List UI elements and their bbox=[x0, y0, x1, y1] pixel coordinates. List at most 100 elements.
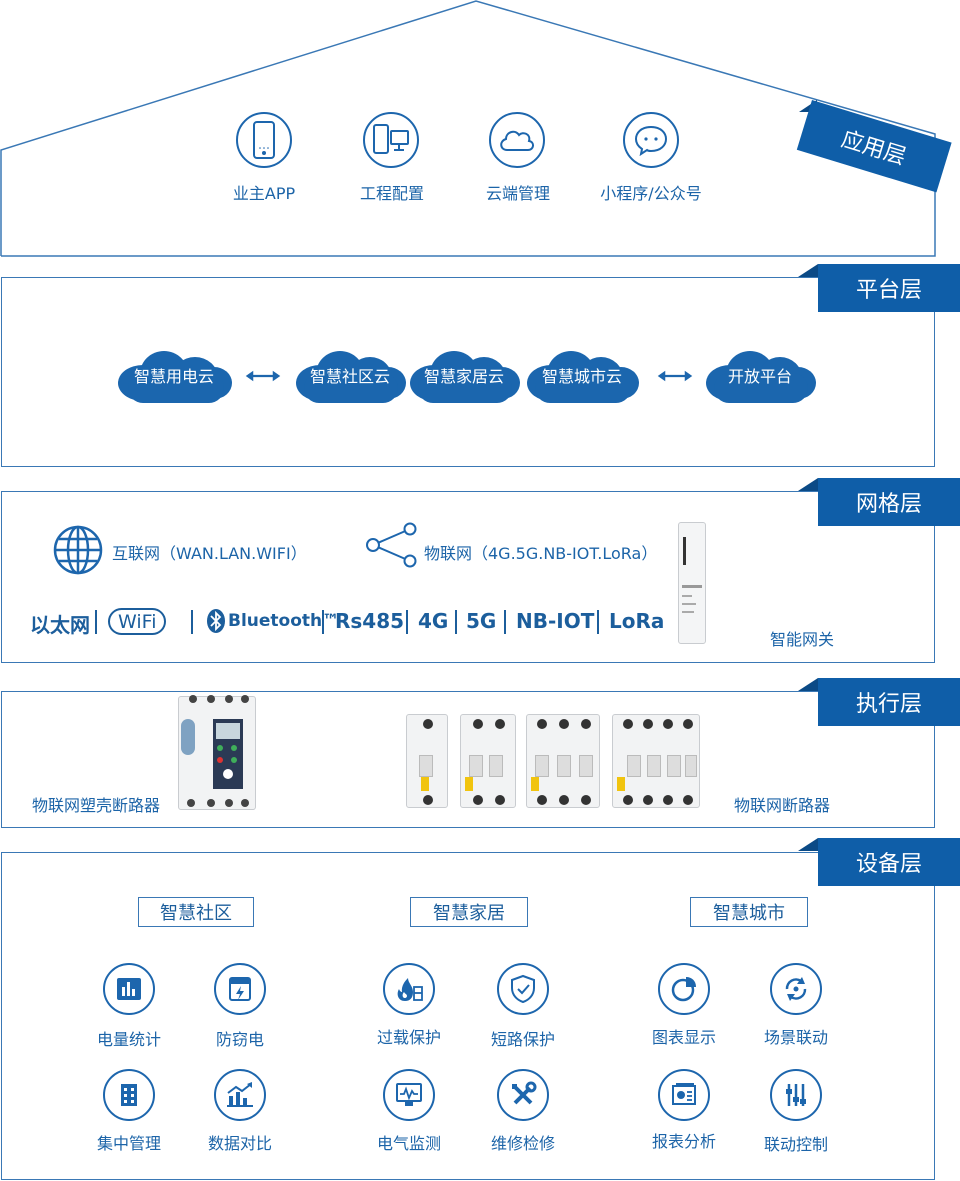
execution-layer-tag-fold bbox=[798, 678, 818, 691]
iot-breaker-4p-device bbox=[612, 714, 700, 808]
protocol-separator bbox=[95, 610, 97, 634]
double-arrow-left bbox=[245, 370, 281, 382]
platform-layer-tag: 平台层 bbox=[818, 264, 960, 312]
iot-breaker-1p-device bbox=[406, 714, 448, 808]
mini-program-icon-circle[interactable] bbox=[623, 112, 679, 168]
wrench-screwdriver-icon bbox=[512, 1081, 537, 1105]
group-title-smart-community-text: 智慧社区 bbox=[160, 903, 232, 924]
scene-linkage-icon-circle[interactable] bbox=[770, 963, 822, 1015]
power-statistics-label: 电量统计 bbox=[96, 1030, 162, 1049]
smart-community-cloud-label: 智慧社区云 bbox=[309, 367, 390, 386]
group-title-smart-home: 智慧家居 bbox=[410, 897, 528, 927]
open-platform-cloud-label: 开放平台 bbox=[727, 367, 792, 386]
data-comparison-label: 数据对比 bbox=[207, 1134, 273, 1153]
device-layer-tag-fold bbox=[798, 838, 818, 851]
protocol-wifi-label: WiFi bbox=[118, 610, 157, 633]
double-arrow-right bbox=[657, 370, 693, 382]
protocol-nb-iot: NB-IOT bbox=[516, 609, 595, 633]
electrical-monitoring-label: 电气监测 bbox=[376, 1134, 442, 1153]
chat-bubble-icon bbox=[634, 125, 668, 156]
device-layer-tag-text: 设备层 bbox=[855, 852, 922, 877]
share-network-icon bbox=[366, 522, 417, 568]
group-title-smart-city: 智慧城市 bbox=[690, 897, 808, 927]
cloud-management-icon-circle[interactable] bbox=[489, 112, 545, 168]
protocol-separator bbox=[455, 610, 457, 634]
application-layer-tag-text: 应用层 bbox=[838, 126, 909, 171]
power-statistics-icon-circle[interactable] bbox=[103, 963, 155, 1015]
maintenance-label: 维修检修 bbox=[490, 1134, 556, 1153]
execution-layer-tag-text: 执行层 bbox=[855, 692, 922, 717]
globe-icon bbox=[53, 525, 103, 575]
group-title-smart-home-text: 智慧家居 bbox=[433, 903, 505, 924]
report-analysis-icon-circle[interactable] bbox=[658, 1069, 710, 1121]
monitor-pulse-icon bbox=[396, 1083, 422, 1106]
protocol-lora: LoRa bbox=[609, 609, 665, 633]
smart-city-cloud[interactable]: 智慧城市云 bbox=[527, 351, 639, 403]
protocol-5g: 5G bbox=[466, 609, 497, 633]
network-layer-tag-text: 网格层 bbox=[855, 492, 922, 517]
execution-layer-tag: 执行层 bbox=[818, 678, 960, 726]
smartphone-icon bbox=[253, 121, 275, 159]
protocol-separator bbox=[191, 610, 193, 634]
device-layer-tag: 设备层 bbox=[818, 838, 960, 886]
shield-check-icon bbox=[511, 974, 535, 1004]
platform-layer-tag-fold bbox=[798, 264, 818, 277]
owner-app-label: 业主APP bbox=[232, 184, 296, 203]
smart-power-cloud[interactable]: 智慧用电云 bbox=[118, 351, 232, 403]
centralized-management-icon-circle[interactable] bbox=[103, 1069, 155, 1121]
linkage-control-label: 联动控制 bbox=[763, 1135, 829, 1154]
electrical-monitoring-icon-circle[interactable] bbox=[383, 1069, 435, 1121]
network-layer-tag: 网格层 bbox=[818, 478, 960, 526]
overload-protection-icon-circle[interactable] bbox=[383, 963, 435, 1015]
protocol-separator bbox=[406, 610, 408, 634]
iot-breaker-3p-device bbox=[526, 714, 600, 808]
protocol-wifi: WiFi bbox=[108, 608, 167, 635]
gateway-label: 智能网关 bbox=[770, 630, 835, 649]
meter-lightning-icon bbox=[229, 977, 251, 1001]
linkage-control-icon-circle[interactable] bbox=[770, 1069, 822, 1121]
smart-community-cloud[interactable]: 智慧社区云 bbox=[296, 351, 406, 403]
overload-protection-label: 过载保护 bbox=[376, 1028, 442, 1047]
chart-display-icon-circle[interactable] bbox=[658, 963, 710, 1015]
chart-display-label: 图表显示 bbox=[651, 1028, 717, 1047]
sync-arrows-icon bbox=[785, 977, 807, 1001]
cloud-icon bbox=[500, 130, 534, 151]
bluetooth-icon bbox=[207, 609, 225, 633]
data-comparison-icon-circle[interactable] bbox=[214, 1069, 266, 1121]
owner-app-icon-circle[interactable] bbox=[236, 112, 292, 168]
anti-theft-label: 防窃电 bbox=[215, 1030, 265, 1049]
mcb-label: 物联网断路器 bbox=[734, 796, 831, 815]
pie-chart-icon bbox=[671, 977, 696, 1002]
group-title-smart-city-text: 智慧城市 bbox=[713, 903, 785, 924]
phone-monitor-icon bbox=[373, 124, 409, 154]
network-layer-tag-fold bbox=[798, 478, 818, 491]
report-analysis-label: 报表分析 bbox=[651, 1132, 717, 1151]
maintenance-icon-circle[interactable] bbox=[497, 1069, 549, 1121]
iot-label: 物联网（4G.5G.NB-IOT.LoRa） bbox=[424, 544, 658, 563]
smart-home-cloud-label: 智慧家居云 bbox=[423, 367, 504, 386]
building-icon bbox=[121, 1084, 137, 1106]
open-platform-cloud[interactable]: 开放平台 bbox=[706, 351, 816, 403]
smart-power-cloud-label: 智慧用电云 bbox=[133, 367, 214, 386]
protocol-rs485: Rs485 bbox=[335, 609, 405, 633]
protocol-bluetooth: Bluetooth™ bbox=[228, 611, 340, 631]
fire-icon bbox=[397, 978, 423, 1001]
centralized-management-label: 集中管理 bbox=[96, 1134, 162, 1153]
bar-chart-icon bbox=[117, 978, 141, 1000]
cloud-management-label: 云端管理 bbox=[485, 184, 551, 203]
anti-theft-icon-circle[interactable] bbox=[214, 963, 266, 1015]
group-title-smart-community: 智慧社区 bbox=[138, 897, 254, 927]
report-document-icon bbox=[672, 1083, 696, 1105]
engineering-config-icon-circle[interactable] bbox=[363, 112, 419, 168]
smart-home-cloud[interactable]: 智慧家居云 bbox=[410, 351, 520, 403]
mini-program-label: 小程序/公众号 bbox=[600, 184, 702, 203]
engineering-config-label: 工程配置 bbox=[359, 184, 425, 203]
trend-chart-icon bbox=[227, 1082, 253, 1107]
scene-linkage-label: 场景联动 bbox=[763, 1028, 829, 1047]
short-circuit-protection-icon-circle[interactable] bbox=[497, 963, 549, 1015]
platform-layer-tag-text: 平台层 bbox=[855, 278, 922, 303]
iot-breaker-2p-device bbox=[460, 714, 516, 808]
application-layer-outline bbox=[0, 0, 936, 257]
protocol-separator bbox=[504, 610, 506, 634]
smart-city-cloud-label: 智慧城市云 bbox=[541, 367, 622, 386]
